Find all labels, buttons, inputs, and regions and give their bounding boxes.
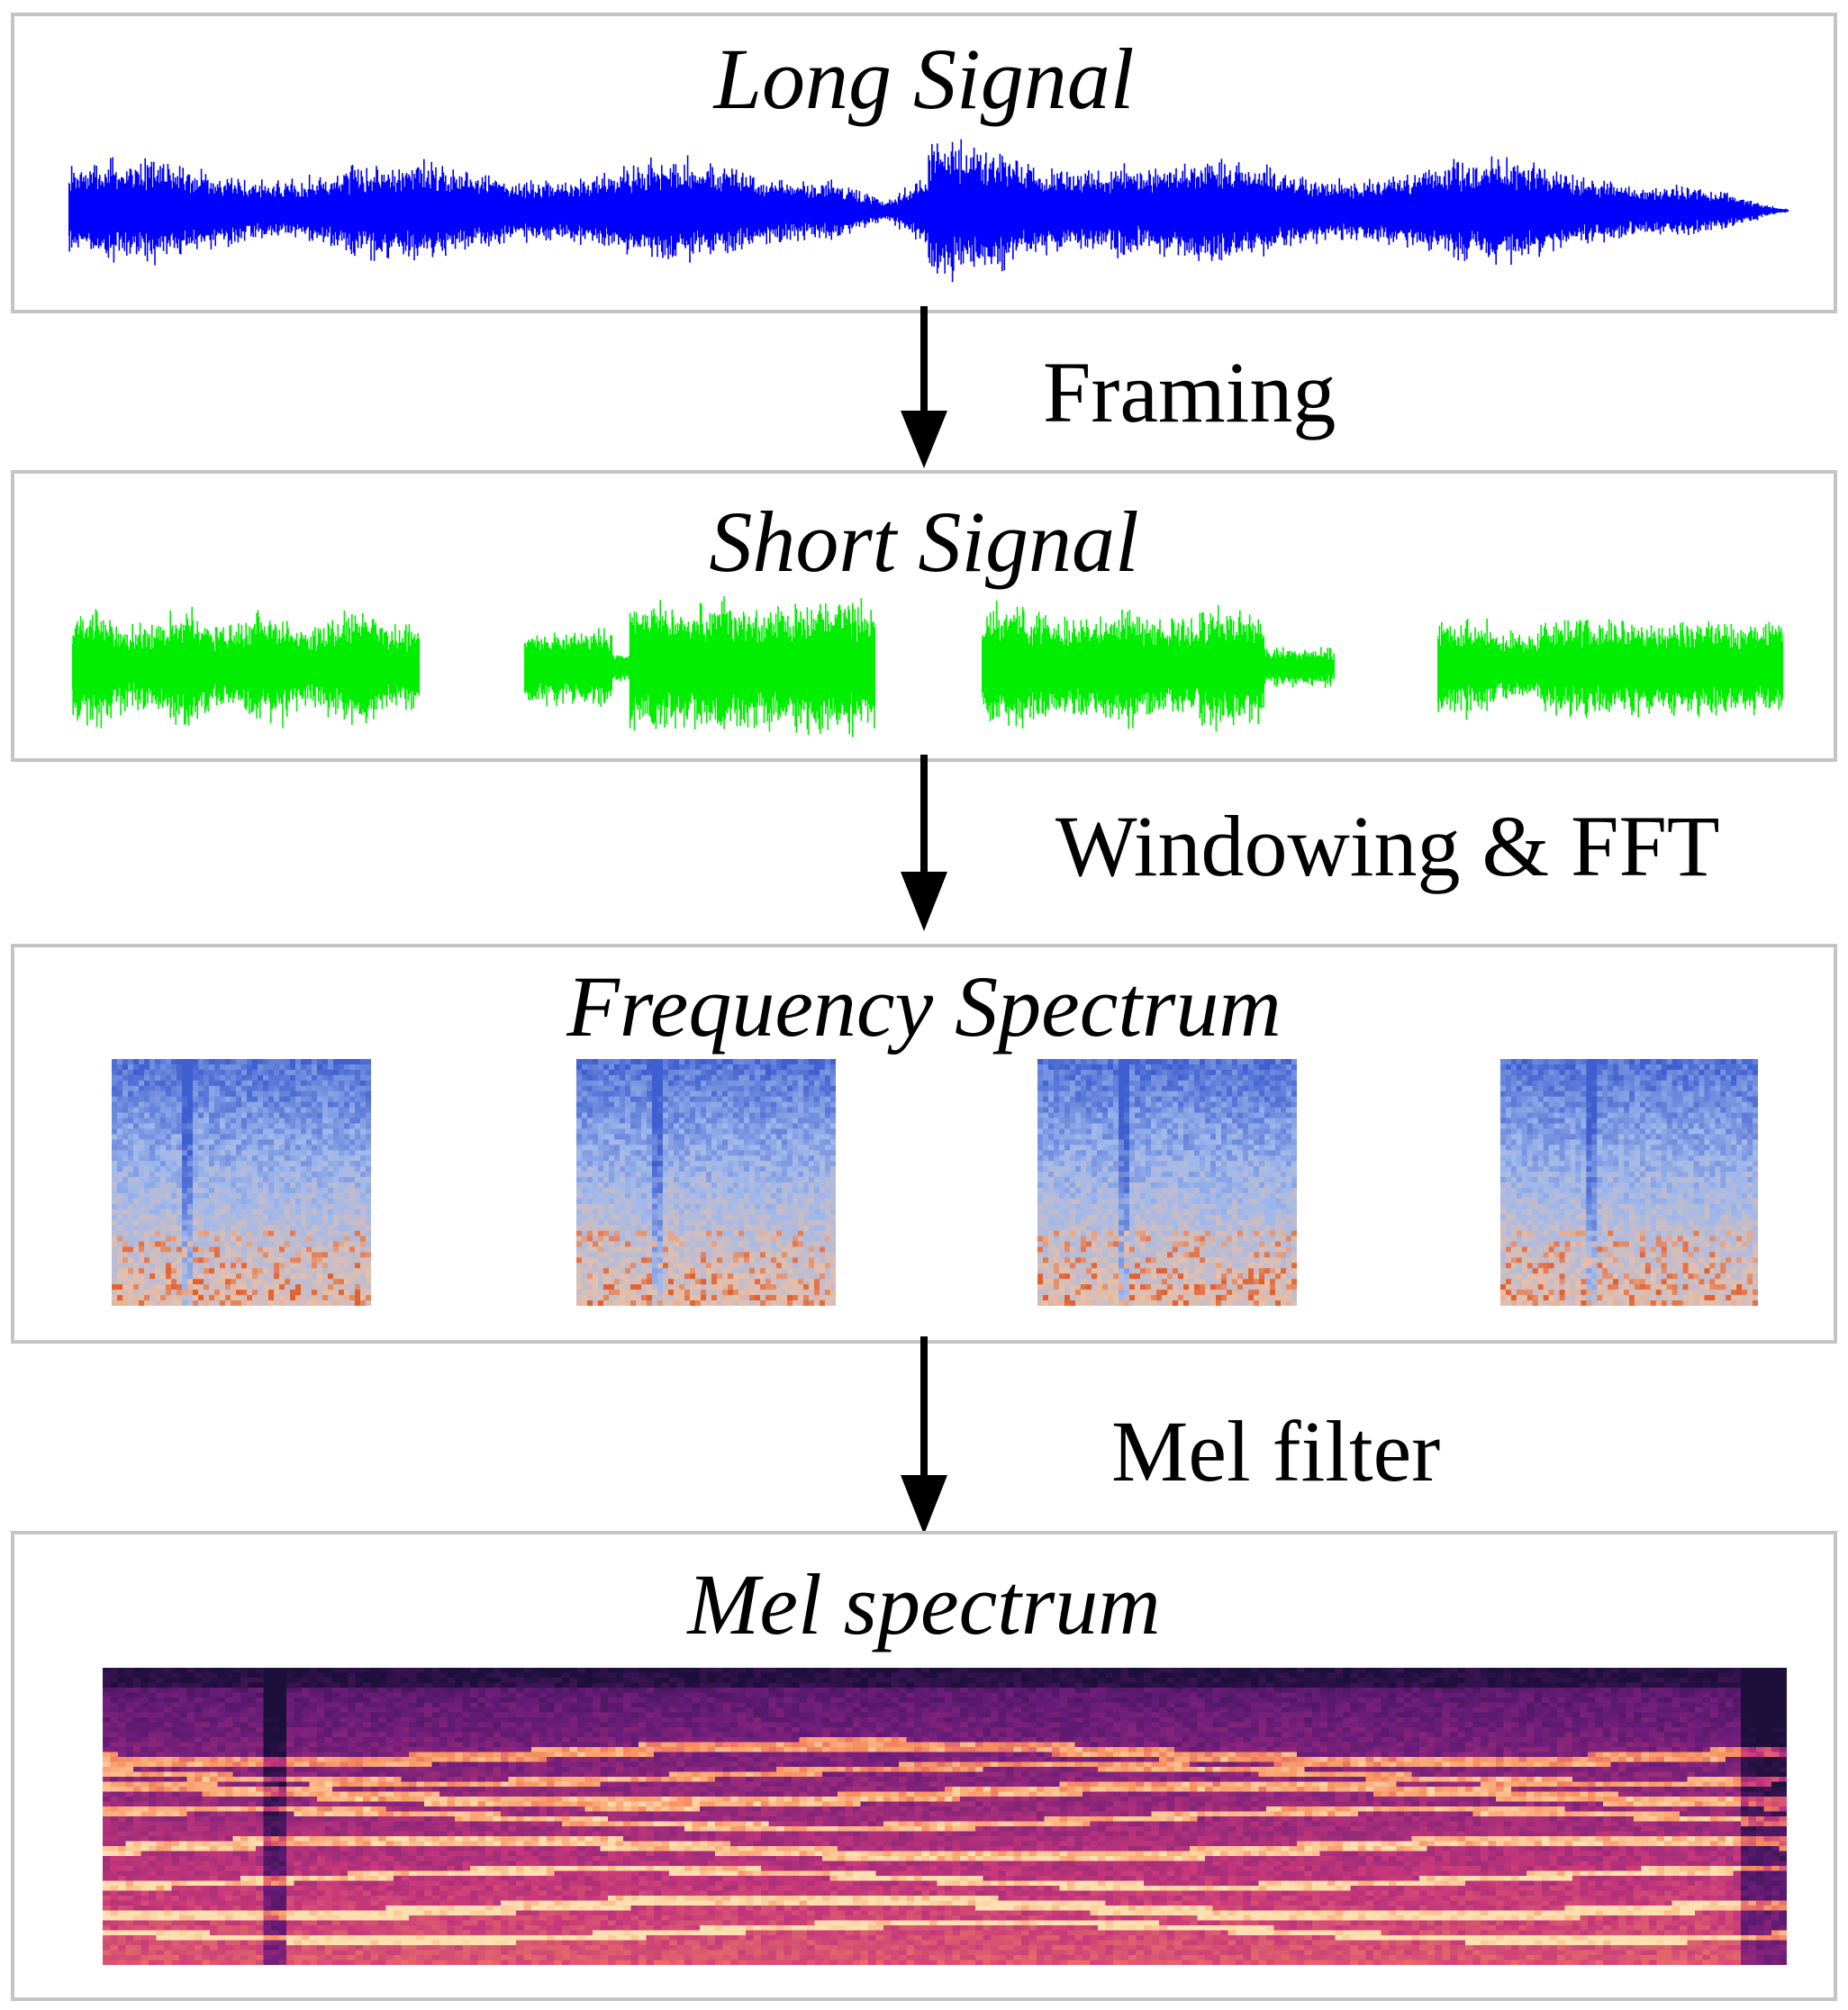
frequency-spectrum-frame-2: [576, 1059, 836, 1306]
long-signal-title: Long Signal: [14, 36, 1834, 122]
short-signal-frame-2: [524, 596, 875, 738]
framing-label: Framing: [1043, 349, 1336, 436]
windowing-fft-arrow: [901, 755, 947, 931]
mel-filter-arrow: [901, 1336, 947, 1535]
short-signal-frame-3: [982, 600, 1335, 732]
long-signal-waveform: [68, 139, 1789, 283]
frequency-spectrum-frame-3: [1037, 1059, 1297, 1306]
frequency-spectrum-frame-4: [1500, 1059, 1758, 1306]
mel-spectrum-title: Mel spectrum: [14, 1562, 1834, 1648]
windowing-fft-label: Windowing & FFT: [1055, 803, 1720, 890]
mel-spectrum-panel: Mel spectrum: [11, 1531, 1837, 2001]
mel-filter-label: Mel filter: [1111, 1408, 1440, 1495]
short-signal-frame-4: [1437, 618, 1783, 720]
short-signal-panel: Short Signal: [11, 470, 1837, 762]
long-signal-panel: Long Signal: [11, 13, 1837, 313]
frequency-spectrum-title: Frequency Spectrum: [14, 964, 1834, 1050]
short-signal-frame-1: [72, 607, 420, 729]
frequency-spectrum-panel: Frequency Spectrum: [11, 944, 1837, 1344]
mel-spectrogram-image: [103, 1668, 1787, 1965]
framing-arrow: [901, 306, 947, 468]
short-signal-title: Short Signal: [14, 499, 1834, 585]
frequency-spectrum-frame-1: [112, 1059, 371, 1306]
